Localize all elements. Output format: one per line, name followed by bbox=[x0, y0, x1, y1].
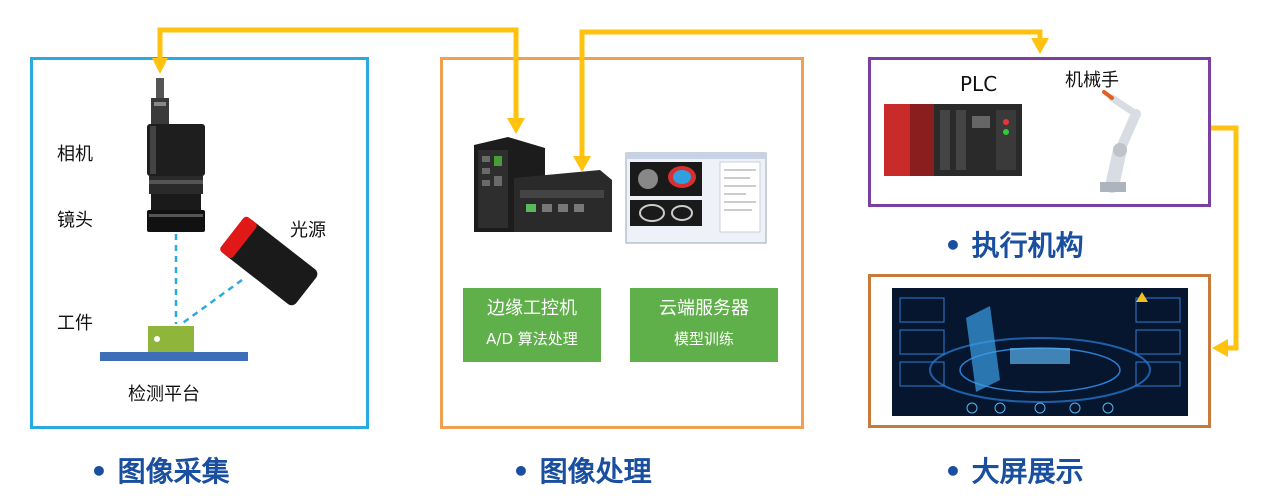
arrowhead-actuator bbox=[1031, 38, 1049, 54]
software-screenshot-icon bbox=[625, 152, 767, 244]
arrow-edge-pc-to-actuator bbox=[579, 29, 1043, 158]
edge-pc-box: 边缘工控机 A/D 算法处理 bbox=[463, 288, 601, 362]
platform-icon bbox=[100, 352, 248, 361]
arrow-actuator-to-display bbox=[1211, 125, 1239, 351]
robot-arm-icon bbox=[1100, 90, 1141, 193]
actuator-caption: • 执行机构 bbox=[944, 229, 1084, 262]
cloud-server-box: 云端服务器 模型训练 bbox=[630, 288, 778, 362]
dashboard-screen-icon bbox=[892, 288, 1188, 416]
lens-icon bbox=[147, 176, 205, 232]
acquisition-caption: • 图像采集 bbox=[90, 455, 230, 488]
arrow-camera-to-edge-pc bbox=[157, 27, 519, 118]
platform-label: 检测平台 bbox=[128, 384, 200, 405]
lens-label: 镜头 bbox=[57, 210, 93, 231]
processing-caption: • 图像处理 bbox=[512, 455, 652, 488]
cloud-server-subtitle: 模型训练 bbox=[673, 330, 734, 348]
arrowhead-edge-pc-up bbox=[573, 156, 591, 172]
workpiece-label: 工件 bbox=[57, 313, 93, 334]
plc-icon bbox=[884, 104, 1022, 176]
camera-icon bbox=[147, 78, 205, 176]
arrowhead-edge-pc-down bbox=[507, 118, 525, 134]
edge-pc-subtitle: A/D 算法处理 bbox=[486, 330, 578, 348]
arrowhead-camera bbox=[152, 58, 168, 74]
display-caption: • 大屏展示 bbox=[944, 455, 1084, 488]
light-source-label: 光源 bbox=[290, 220, 326, 241]
flow-arrows bbox=[157, 27, 1239, 351]
light-source-icon bbox=[220, 216, 318, 306]
edge-pc-title: 边缘工控机 bbox=[487, 298, 577, 319]
robot-label: 机械手 bbox=[1065, 70, 1119, 91]
edge-pc-icon bbox=[474, 137, 612, 232]
light-beam-line bbox=[179, 278, 243, 327]
plc-label: PLC bbox=[960, 72, 998, 96]
arrowhead-display bbox=[1212, 339, 1228, 357]
acquisition-panel bbox=[30, 57, 369, 429]
camera-label: 相机 bbox=[57, 144, 93, 165]
cloud-server-title: 云端服务器 bbox=[659, 298, 749, 319]
